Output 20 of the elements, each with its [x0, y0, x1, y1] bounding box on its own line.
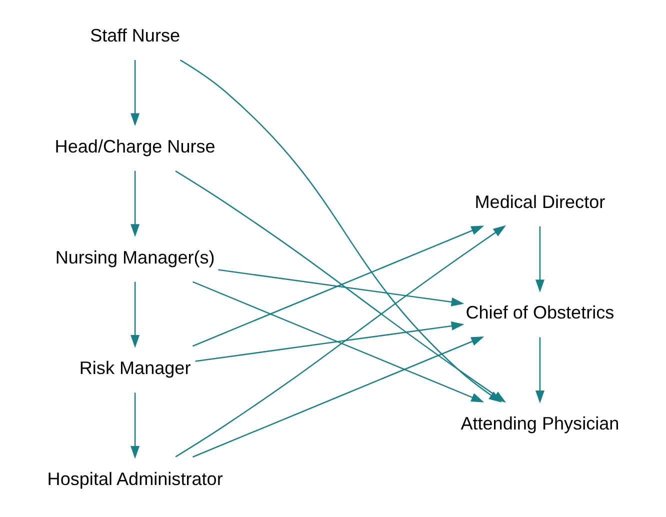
node-text: Nursing Manager(s)	[55, 247, 215, 268]
node-text: Staff Nurse	[90, 25, 180, 46]
node-text: Attending Physician	[460, 414, 620, 434]
arrow	[175, 225, 506, 458]
node-text: Medical Director	[474, 192, 606, 212]
arrow	[195, 321, 464, 362]
arrow	[218, 269, 464, 306]
node-text: Head/Charge Nurse	[54, 136, 216, 156]
arrow	[130, 392, 140, 459]
node-text: Hospital Administrator	[47, 469, 223, 490]
arrow	[192, 226, 484, 347]
node-text: Risk Manager	[79, 358, 191, 378]
arrow	[130, 282, 140, 348]
node-text: Chief of Obstetrics	[466, 302, 614, 323]
arrow	[192, 281, 484, 402]
arrow	[192, 336, 484, 458]
arrow	[130, 170, 140, 238]
arrow	[535, 226, 544, 292]
arrow	[535, 337, 544, 404]
arrow	[130, 60, 140, 126]
